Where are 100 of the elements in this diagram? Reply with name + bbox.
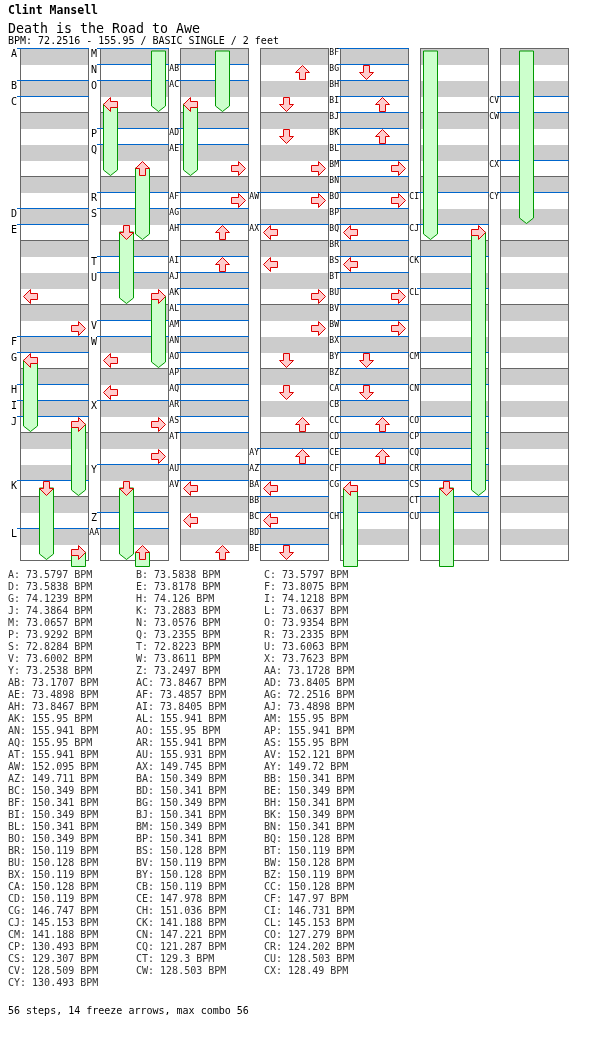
bpm-change-label: BJ [329, 113, 339, 121]
bpm-list-entry: CS: 129.307 BPM [8, 954, 99, 964]
bpm-change-label: AV [169, 481, 179, 489]
bpm-change-label: W [90, 337, 97, 347]
bpm-change-label: BQ [329, 225, 339, 233]
bpm-change-label: BX [329, 337, 339, 345]
bpm-list-entry: AH: 73.8467 BPM [8, 702, 99, 712]
bpm-list-entry: Y: 73.2538 BPM [8, 666, 93, 676]
bpm-change-label: AC [169, 81, 179, 89]
bpm-change-label: C [10, 97, 17, 107]
bpm-list-entry: BB: 150.341 BPM [264, 774, 355, 784]
bpm-list-entry: AE: 73.4898 BPM [8, 690, 99, 700]
bpm-list-entry: CH: 151.036 BPM [136, 906, 227, 916]
bpm-change-label: CJ [409, 225, 419, 233]
bpm-change-label: BC [249, 513, 259, 521]
bpm-change-label: M [90, 49, 97, 59]
bpm-change-label: AX [249, 225, 259, 233]
bpm-list-entry: CY: 130.493 BPM [8, 978, 99, 988]
bpm-change-label: B [10, 81, 17, 91]
bpm-list-entry: M: 73.0657 BPM [8, 618, 93, 628]
bpm-change-label: CM [409, 353, 419, 361]
bpm-change-label: F [10, 337, 17, 347]
bpm-change-label: AW [249, 193, 259, 201]
bpm-change-label: CV [489, 97, 499, 105]
bpm-list-entry: AP: 155.941 BPM [264, 726, 355, 736]
bpm-list-entry: AM: 155.95 BPM [264, 714, 349, 724]
bpm-list-entry: BM: 150.349 BPM [136, 822, 227, 832]
bpm-change-label: CW [489, 113, 499, 121]
bpm-change-label: AS [169, 417, 179, 425]
bpm-change-label: BR [329, 241, 339, 249]
bpm-change-label: BP [329, 209, 339, 217]
bpm-list-entry: N: 73.0576 BPM [136, 618, 221, 628]
bpm-list-entry: G: 74.1239 BPM [8, 594, 93, 604]
bpm-change-label: I [10, 401, 17, 411]
bpm-change-label: AG [169, 209, 179, 217]
bpm-list-entry: S: 72.8284 BPM [8, 642, 93, 652]
bpm-change-label: D [10, 209, 17, 219]
bpm-change-label: BI [329, 97, 339, 105]
bpm-change-label: AB [169, 65, 179, 73]
bpm-list-entry: CI: 146.731 BPM [264, 906, 355, 916]
bpm-list-entry: CC: 150.128 BPM [264, 882, 355, 892]
bpm-change-label: AZ [249, 465, 259, 473]
bpm-list-entry: BC: 150.349 BPM [8, 786, 99, 796]
bpm-change-label: BB [249, 497, 259, 505]
bpm-change-label: X [90, 401, 97, 411]
bpm-list-entry: CE: 147.978 BPM [136, 894, 227, 904]
bpm-list-entry: R: 73.2335 BPM [264, 630, 349, 640]
bpm-list-entry: BV: 150.119 BPM [136, 858, 227, 868]
bpm-list-entry: Z: 73.2497 BPM [136, 666, 221, 676]
bpm-change-label: H [10, 385, 17, 395]
bpm-change-label: R [90, 193, 97, 203]
bpm-change-label: BN [329, 177, 339, 185]
bpm-list-entry: CV: 128.509 BPM [8, 966, 99, 976]
bpm-list-entry: J: 74.3864 BPM [8, 606, 93, 616]
bpm-list-entry: CN: 147.221 BPM [136, 930, 227, 940]
bpm-list-entry: P: 73.9292 BPM [8, 630, 93, 640]
bpm-list-entry: AI: 73.8405 BPM [136, 702, 227, 712]
bpm-change-label: CK [409, 257, 419, 265]
bpm-change-label: AQ [169, 385, 179, 393]
bpm-change-label: CX [489, 161, 499, 169]
bpm-list-entry: CU: 128.503 BPM [264, 954, 355, 964]
bpm-list-entry: CL: 145.153 BPM [264, 918, 355, 928]
bpm-change-label: AL [169, 305, 179, 313]
bpm-list-entry: AN: 155.941 BPM [8, 726, 99, 736]
bpm-change-label: S [90, 209, 97, 219]
bpm-list-entry: BQ: 150.128 BPM [264, 834, 355, 844]
artist-name: Clint Mansell [8, 5, 98, 17]
bpm-list-entry: AD: 73.8405 BPM [264, 678, 355, 688]
bpm-list-entry: AS: 155.95 BPM [264, 738, 349, 748]
bpm-change-label: CA [329, 385, 339, 393]
bpm-change-label: AK [169, 289, 179, 297]
bpm-change-label: BA [249, 481, 259, 489]
bpm-list-entry: AX: 149.745 BPM [136, 762, 227, 772]
bpm-list-entry: AG: 72.2516 BPM [264, 690, 355, 700]
bpm-change-label: U [90, 273, 97, 283]
bpm-change-label: BZ [329, 369, 339, 377]
bpm-change-label: A [10, 49, 17, 59]
bpm-list-entry: T: 72.8223 BPM [136, 642, 221, 652]
bpm-list-entry: CX: 128.49 BPM [264, 966, 349, 976]
bpm-change-label: O [90, 81, 97, 91]
bpm-list-entry: CT: 129.3 BPM [136, 954, 215, 964]
bpm-list-entry: CP: 130.493 BPM [8, 942, 99, 952]
bpm-change-label: BW [329, 321, 339, 329]
bpm-list-entry: CG: 146.747 BPM [8, 906, 99, 916]
bpm-list-entry: CK: 141.188 BPM [136, 918, 227, 928]
bpm-list-entry: I: 74.1218 BPM [264, 594, 349, 604]
bpm-change-label: AI [169, 257, 179, 265]
bpm-list-entry: BW: 150.128 BPM [264, 858, 355, 868]
bpm-list-entry: AZ: 149.711 BPM [8, 774, 99, 784]
bpm-change-label: L [10, 529, 17, 539]
bpm-list-entry: BF: 150.341 BPM [8, 798, 99, 808]
bpm-change-label: AY [249, 449, 259, 457]
bpm-list-entry: AW: 152.095 BPM [8, 762, 99, 772]
bpm-change-label: AO [169, 353, 179, 361]
bpm-list-entry: AB: 73.1707 BPM [8, 678, 99, 688]
bpm-list-entry: CA: 150.128 BPM [8, 882, 99, 892]
bpm-change-label: CR [409, 465, 419, 473]
bpm-list-entry: AV: 152.121 BPM [264, 750, 355, 760]
bpm-change-label: CL [409, 289, 419, 297]
bpm-list-entry: CO: 127.279 BPM [264, 930, 355, 940]
